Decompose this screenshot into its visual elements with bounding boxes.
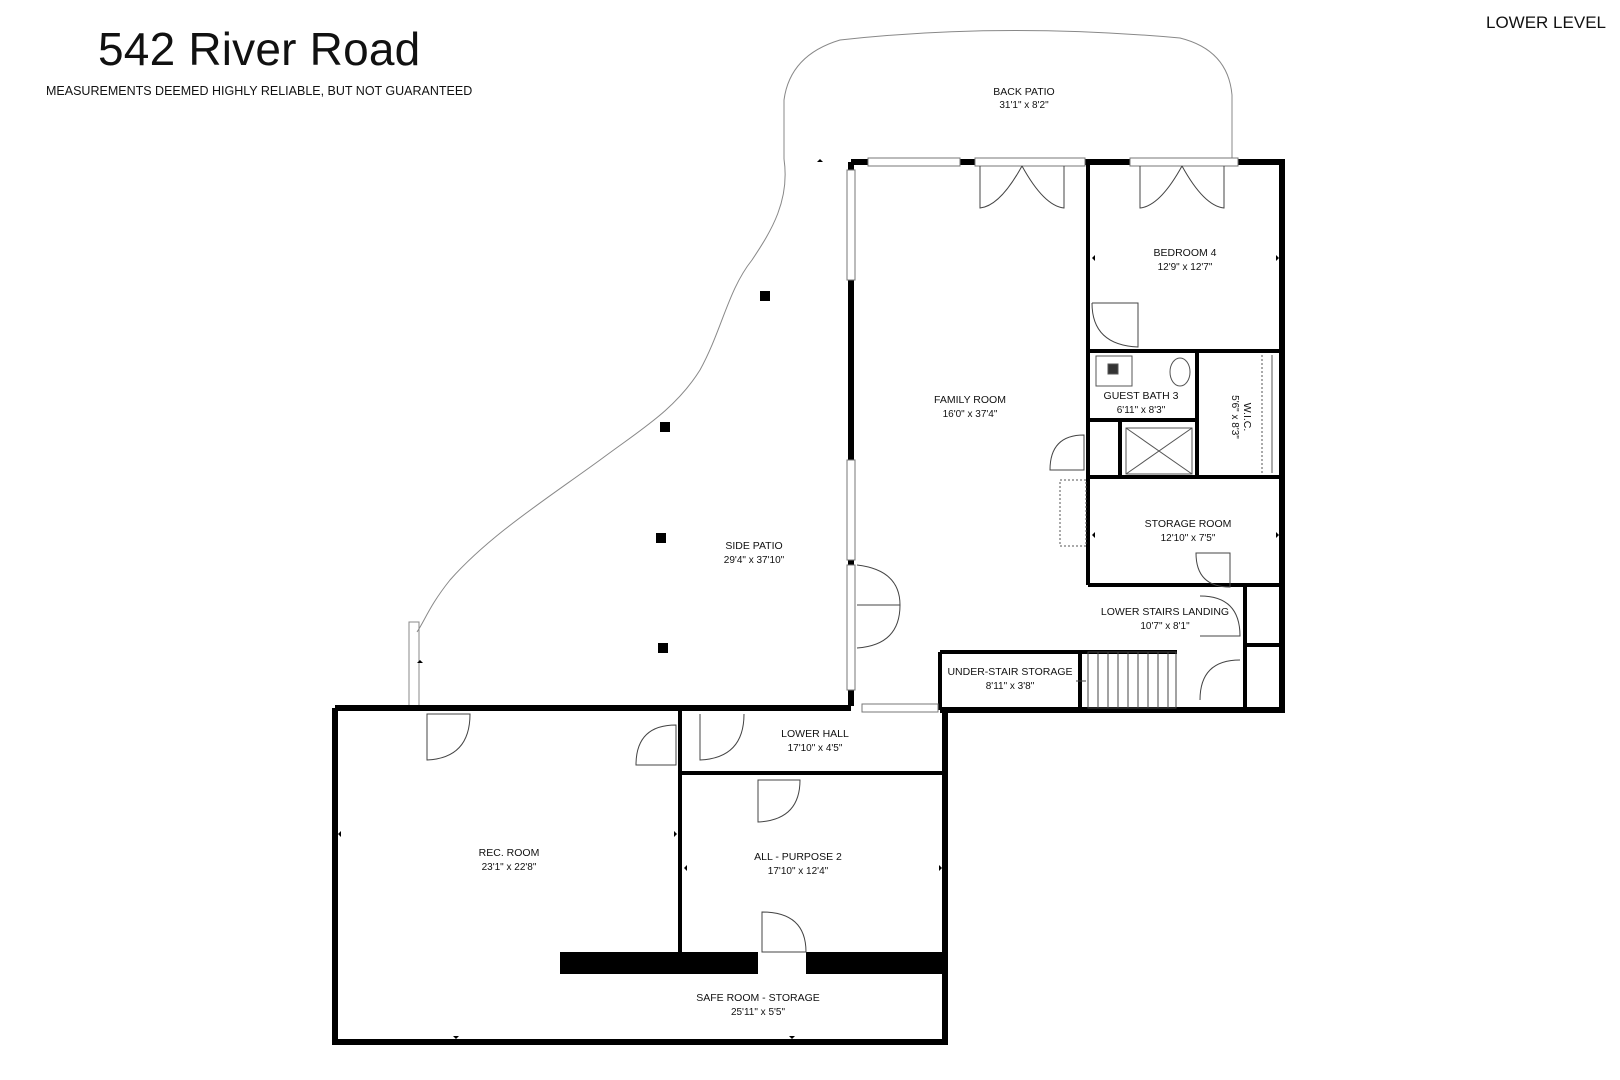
laundry-sink-icon	[1059, 479, 1087, 547]
back-patio-outline	[783, 29, 1233, 159]
room-wic: W.I.C. 5'6" x 8'3"	[1229, 395, 1253, 439]
patio-posts	[656, 291, 770, 653]
room-dimensions: 29'4" x 37'10"	[724, 555, 785, 566]
shower-icon	[1125, 427, 1193, 475]
patio-post	[760, 291, 770, 301]
room-side-patio: SIDE PATIO 29'4" x 37'10"	[724, 540, 785, 566]
room-name: BACK PATIO	[993, 86, 1054, 98]
room-rec-room: REC. ROOM 23'1" x 22'8"	[479, 847, 540, 873]
stairs	[1076, 651, 1177, 709]
room-back-patio: BACK PATIO 31'1" x 8'2"	[993, 86, 1054, 111]
room-name: ALL - PURPOSE 2	[754, 851, 842, 863]
door	[1195, 552, 1231, 588]
bath-fixtures	[1059, 355, 1273, 547]
door	[1199, 595, 1241, 637]
room-dimensions: 12'9" x 12'7"	[1158, 262, 1213, 273]
room-bedroom-4: BEDROOM 4 12'9" x 12'7"	[1153, 247, 1216, 273]
door	[761, 911, 807, 953]
room-name: STORAGE ROOM	[1145, 518, 1232, 530]
floor-level-label: LOWER LEVEL	[1486, 13, 1606, 32]
room-name: SAFE ROOM - STORAGE	[696, 992, 820, 1004]
safe-room-wall	[560, 952, 945, 974]
room-guest-bath-3: GUEST BATH 3 6'11" x 8'3"	[1104, 390, 1179, 416]
exterior-walls	[332, 159, 1285, 1045]
room-name: LOWER HALL	[781, 728, 849, 740]
door	[856, 604, 901, 649]
page-title: 542 River Road	[98, 23, 421, 75]
toilet-icon	[1169, 357, 1191, 387]
doors	[426, 165, 1241, 953]
door	[979, 165, 1023, 209]
room-dimensions: 23'1" x 22'8"	[482, 862, 537, 873]
safe-room-doorway	[758, 952, 806, 974]
side-patio-outline	[408, 158, 786, 707]
room-under-stair-storage: UNDER-STAIR STORAGE 8'11" x 3'8"	[947, 666, 1072, 692]
patio-post	[660, 422, 670, 432]
room-dimensions: 6'11" x 8'3"	[1117, 405, 1166, 416]
door	[426, 713, 471, 761]
room-name: GUEST BATH 3	[1104, 390, 1179, 402]
room-dimensions: 25'11" x 5'5"	[731, 1007, 786, 1018]
room-all-purpose-2: ALL - PURPOSE 2 17'10" x 12'4"	[754, 851, 842, 877]
door	[1021, 165, 1065, 209]
door	[856, 564, 901, 606]
sink-icon	[1095, 355, 1133, 387]
room-name: W.I.C.	[1241, 403, 1253, 432]
room-storage-room: STORAGE ROOM 12'10" x 7'5"	[1145, 518, 1232, 544]
room-name: LOWER STAIRS LANDING	[1101, 606, 1229, 618]
door	[1091, 302, 1139, 348]
door	[1181, 165, 1225, 209]
patio-post	[658, 643, 668, 653]
room-lower-hall: LOWER HALL 17'10" x 4'5"	[781, 728, 849, 754]
room-dimensions: 17'10" x 12'4"	[768, 866, 829, 877]
door	[699, 713, 745, 761]
room-name: BEDROOM 4	[1153, 247, 1216, 259]
windows	[846, 157, 1239, 713]
room-dimensions: 31'1" x 8'2"	[999, 100, 1049, 111]
measurement-disclaimer: MEASUREMENTS DEEMED HIGHLY RELIABLE, BUT…	[46, 84, 473, 98]
door	[757, 779, 801, 823]
room-name: SIDE PATIO	[725, 540, 782, 552]
door	[635, 724, 677, 766]
room-name: UNDER-STAIR STORAGE	[947, 666, 1072, 678]
room-family-room: FAMILY ROOM 16'0" x 37'4"	[934, 394, 1006, 420]
room-lower-stairs-landing: LOWER STAIRS LANDING 10'7" x 8'1"	[1101, 606, 1229, 632]
room-name: FAMILY ROOM	[934, 394, 1006, 406]
room-dimensions: 16'0" x 37'4"	[943, 409, 998, 420]
patio-post	[656, 533, 666, 543]
room-name: REC. ROOM	[479, 847, 540, 859]
room-safe-room-storage: SAFE ROOM - STORAGE 25'11" x 5'5"	[696, 992, 820, 1018]
room-dimensions: 12'10" x 7'5"	[1161, 533, 1216, 544]
door	[1139, 165, 1183, 209]
room-dimensions: 17'10" x 4'5"	[788, 743, 843, 754]
door	[1199, 659, 1241, 701]
dimension-ticks	[338, 159, 1279, 1039]
room-dimensions: 10'7" x 8'1"	[1140, 621, 1190, 632]
room-dimensions: 8'11" x 3'8"	[986, 681, 1035, 692]
room-dimensions: 5'6" x 8'3"	[1229, 395, 1240, 439]
door	[1049, 434, 1085, 471]
